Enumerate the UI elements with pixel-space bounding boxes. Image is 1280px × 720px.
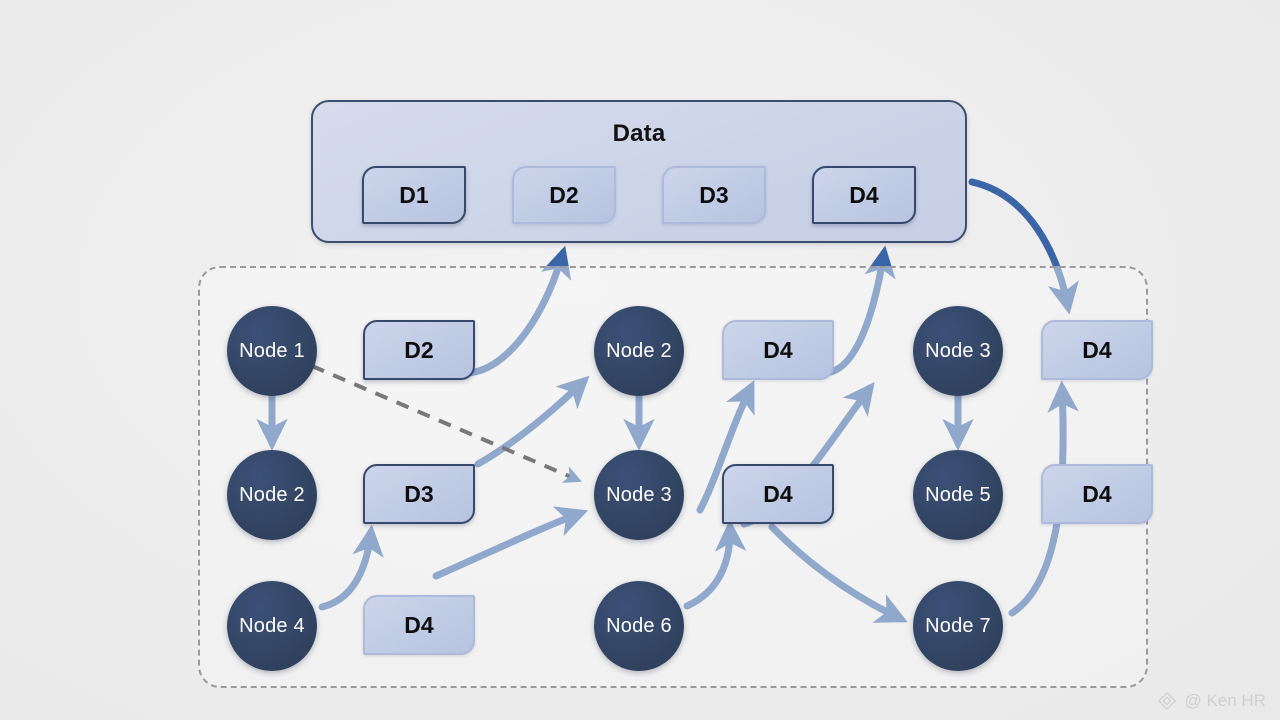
data-slot-d2[interactable]: D2	[512, 166, 616, 224]
node-5[interactable]: Node 5	[913, 450, 1003, 540]
tag-d3-left[interactable]: D3	[363, 464, 475, 524]
watermark: @ Ken HR	[1156, 690, 1266, 712]
node-1[interactable]: Node 1	[227, 306, 317, 396]
node-4[interactable]: Node 4	[227, 581, 317, 671]
data-panel: Data D1 D2 D3 D4	[311, 100, 967, 243]
watermark-handle: @ Ken HR	[1184, 691, 1266, 710]
node-6[interactable]: Node 6	[594, 581, 684, 671]
node-7[interactable]: Node 7	[913, 581, 1003, 671]
node-2-left[interactable]: Node 2	[227, 450, 317, 540]
data-slot-d3[interactable]: D3	[662, 166, 766, 224]
node-2-center[interactable]: Node 2	[594, 306, 684, 396]
data-panel-title: Data	[612, 120, 666, 147]
data-slot-d1[interactable]: D1	[362, 166, 466, 224]
data-slot-d4[interactable]: D4	[812, 166, 916, 224]
tag-d4-bottom-left[interactable]: D4	[363, 595, 475, 655]
node-3-right[interactable]: Node 3	[913, 306, 1003, 396]
tag-d4-right-top[interactable]: D4	[1041, 320, 1153, 380]
tag-d4-right-center[interactable]: D4	[1041, 464, 1153, 524]
diamond-logo-icon	[1158, 691, 1177, 711]
tag-d4-middle-top[interactable]: D4	[722, 320, 834, 380]
tag-d4-middle-center[interactable]: D4	[722, 464, 834, 524]
data-panel-slots: D1 D2 D3 D4	[313, 162, 965, 228]
node-3-center[interactable]: Node 3	[594, 450, 684, 540]
tag-d2-left[interactable]: D2	[363, 320, 475, 380]
